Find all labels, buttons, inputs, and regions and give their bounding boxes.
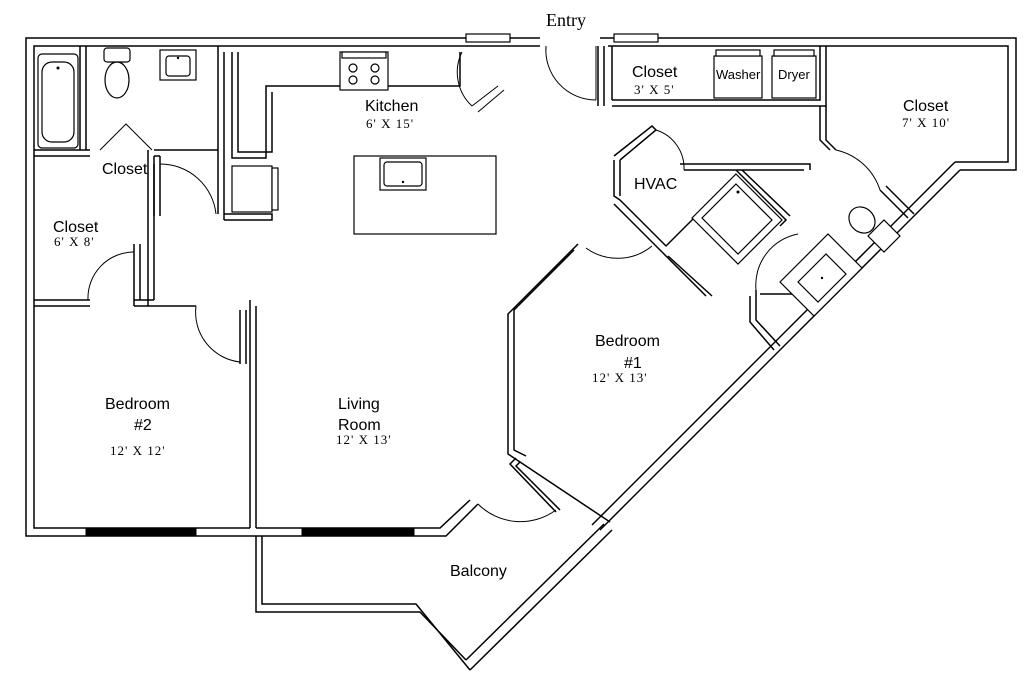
hvac-label: HVAC: [634, 176, 677, 193]
doors: [87, 45, 881, 523]
bedroom1-number: #1: [624, 355, 642, 372]
closet-left-label: Closet: [53, 219, 99, 236]
fixtures: [37, 47, 901, 317]
dryer-label: Dryer: [778, 67, 810, 82]
washer-label: Washer: [716, 67, 761, 82]
closet-master-label: Closet: [903, 98, 949, 115]
windows: [85, 33, 659, 536]
interior-walls: [34, 46, 915, 528]
toilet-icon: [103, 47, 131, 99]
entry-label: Entry: [546, 10, 586, 30]
kitchen-dim: 6' X 15': [366, 116, 414, 131]
bedroom2-number: #2: [134, 417, 152, 434]
sink-icon: [779, 233, 863, 317]
closet-bath2-label: Closet: [102, 161, 148, 178]
washer-icon: [713, 55, 763, 99]
closet-master-dim: 7' X 10': [902, 115, 950, 130]
closet-utility-label: Closet: [632, 64, 678, 81]
stove-icon: [339, 51, 389, 91]
bedroom1-label: Bedroom: [595, 333, 660, 350]
toilet-icon: [848, 206, 901, 253]
sink-icon: [159, 49, 197, 81]
living-label-line2: Room: [338, 417, 381, 434]
balcony-label: Balcony: [450, 563, 507, 580]
closet-left-dim: 6' X 8': [54, 234, 95, 249]
bathtub-icon: [691, 173, 783, 265]
living-dim: 12' X 13': [336, 432, 392, 447]
living-label: Living: [338, 396, 380, 413]
bedroom2-dim: 12' X 12': [110, 443, 166, 458]
bedroom2-label: Bedroom: [105, 396, 170, 413]
outer-walls: [25, 37, 1017, 671]
labels: Entry Kitchen 6' X 15' Closet 3' X 5' Wa…: [53, 10, 950, 580]
bedroom1-dim: 12' X 13': [592, 370, 648, 385]
refrigerator-icon: [231, 165, 279, 213]
closet-utility-dim: 3' X 5': [634, 82, 675, 97]
kitchen-label: Kitchen: [365, 98, 418, 115]
kitchen-island: [353, 155, 497, 235]
